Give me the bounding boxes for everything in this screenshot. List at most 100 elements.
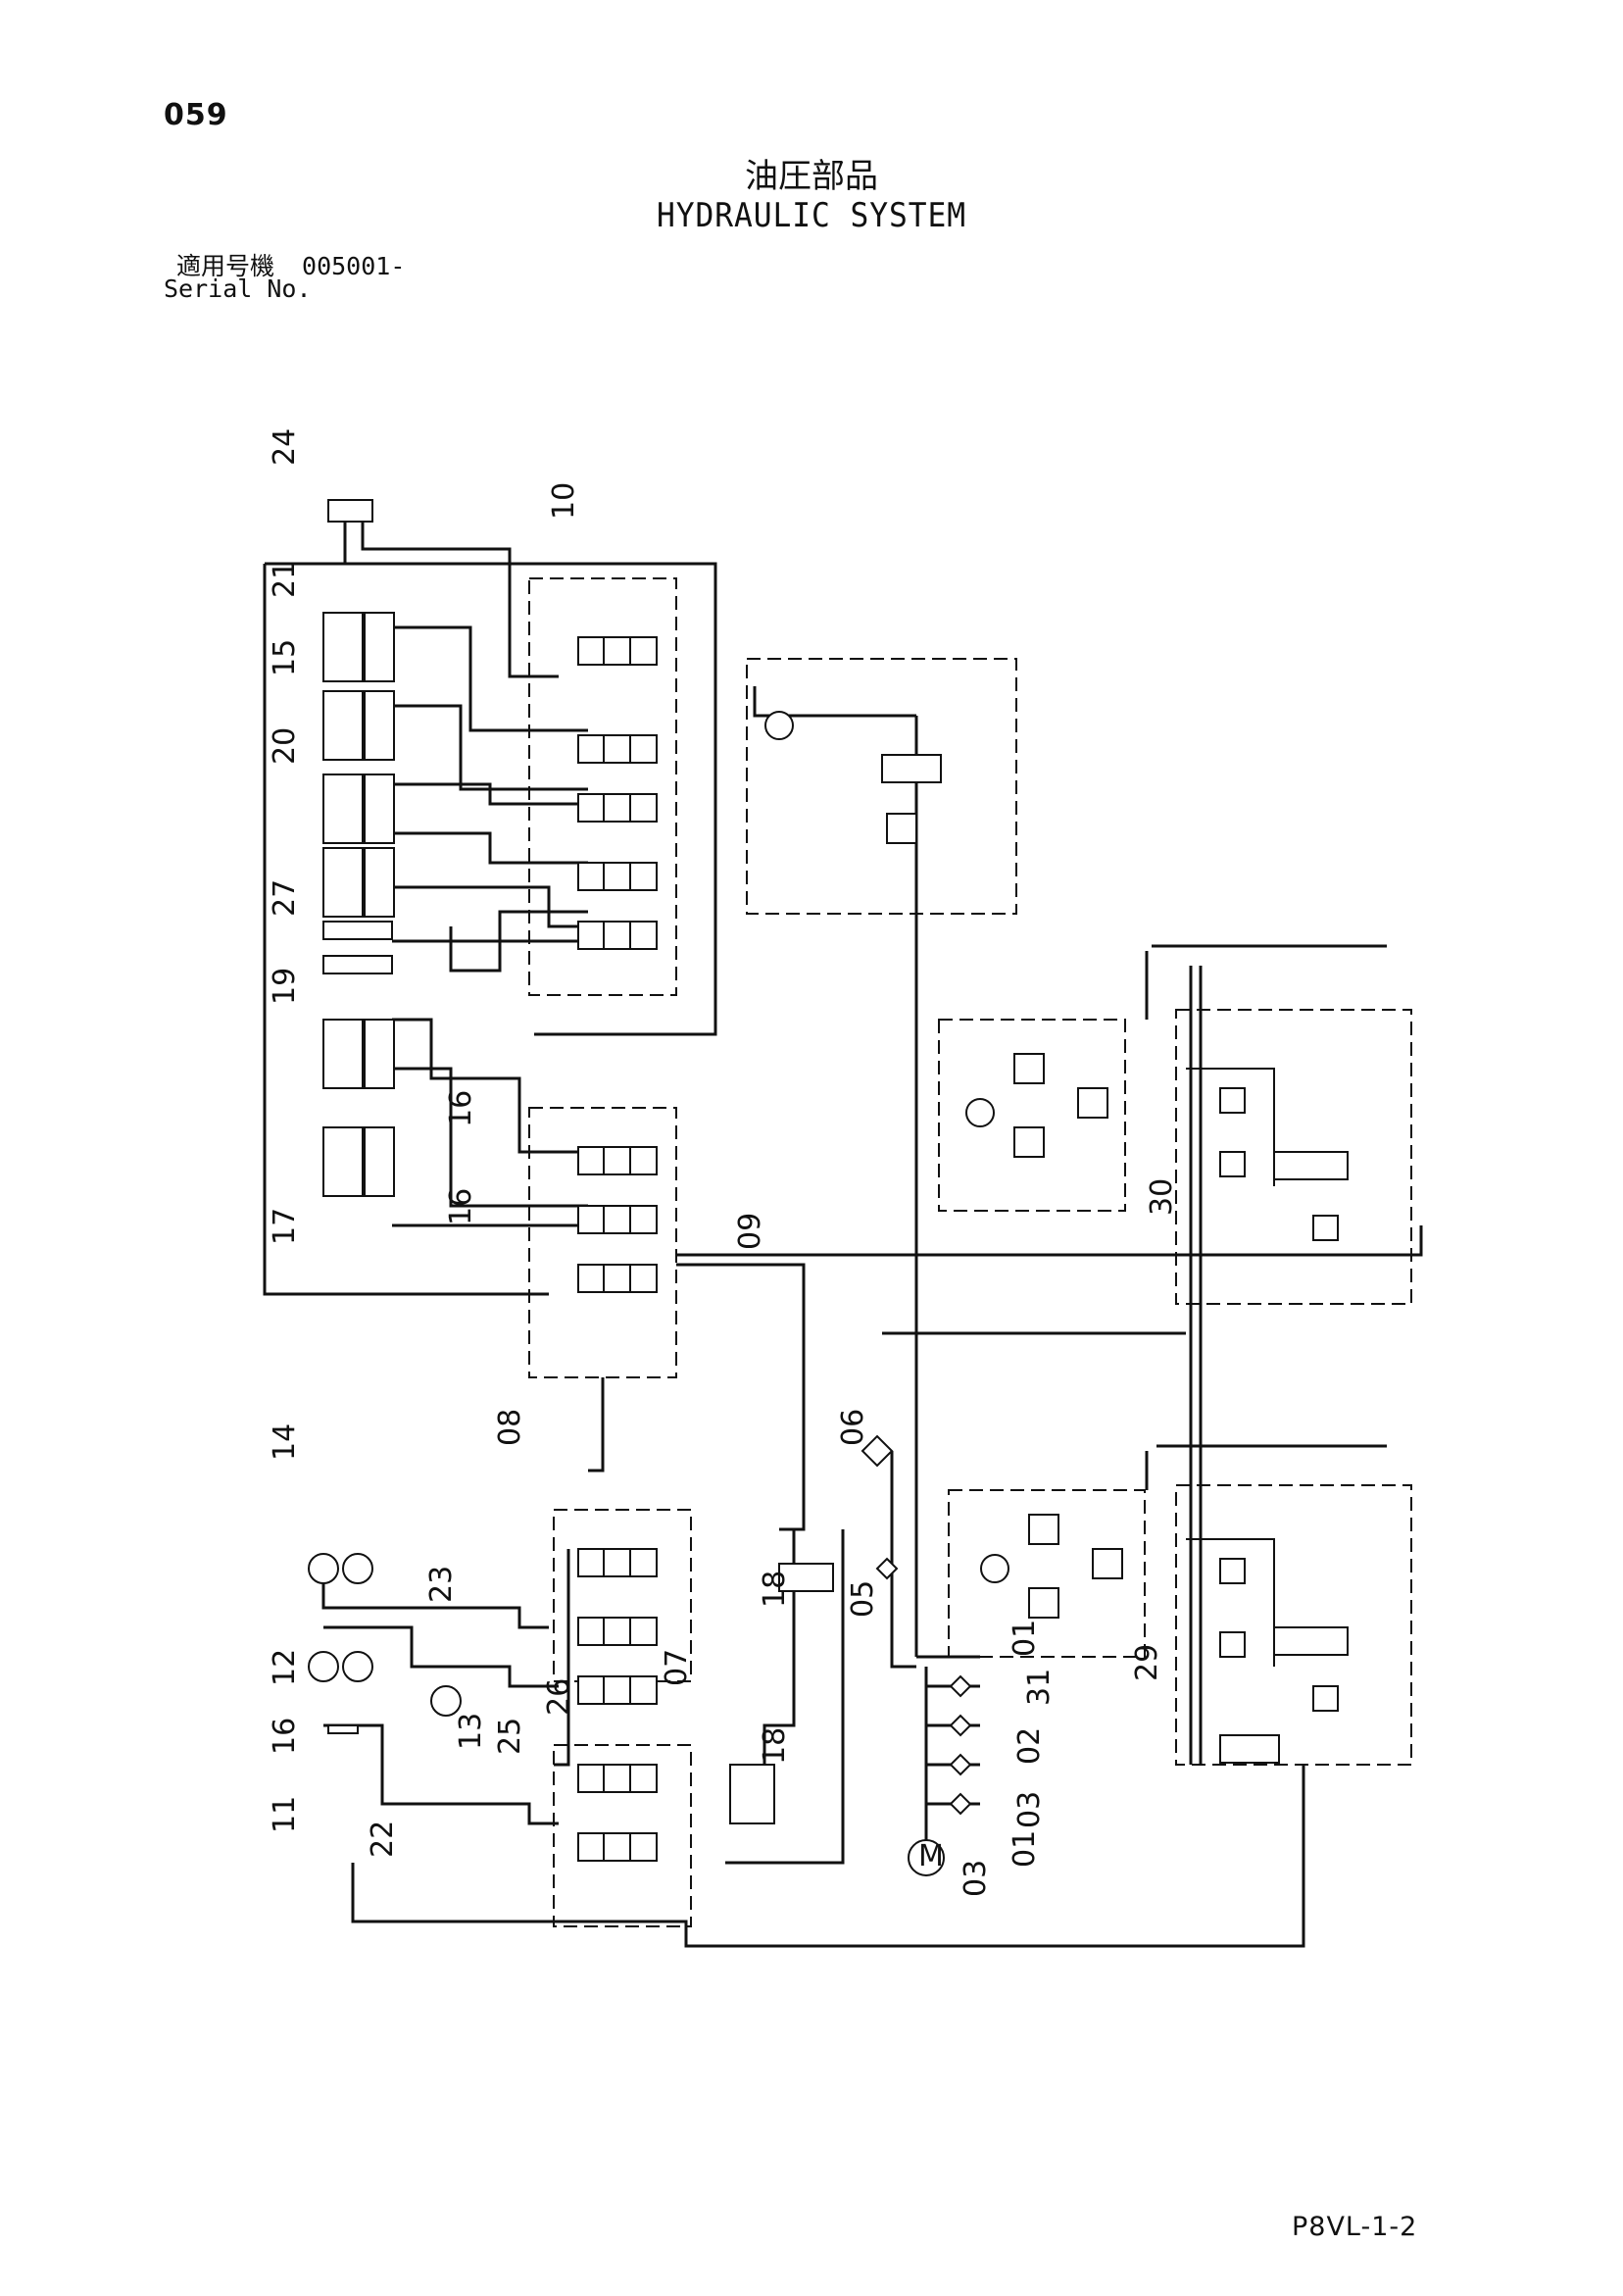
callout-19: 19 — [268, 968, 302, 1005]
line-30-internal — [1186, 1068, 1275, 1186]
serial-label-english: Serial No. — [164, 275, 312, 303]
line-05 — [725, 1529, 845, 1865]
line-11 — [323, 1723, 559, 1825]
callout-26: 26 — [542, 1678, 576, 1716]
line-08 — [588, 1377, 605, 1472]
line-15 — [392, 704, 588, 791]
callout-10: 10 — [547, 482, 581, 520]
callout-07: 07 — [660, 1649, 694, 1686]
callout-24: 24 — [268, 428, 302, 466]
cylinder-2-rod — [364, 690, 395, 761]
callout-05: 05 — [846, 1580, 880, 1618]
serial-number-value: 005001- — [302, 252, 406, 280]
callout-15: 15 — [268, 639, 302, 676]
pump-check-3 — [949, 1753, 972, 1776]
callout-06: 06 — [836, 1409, 870, 1446]
callout-18: 18 — [758, 1727, 792, 1765]
page-title: HYDRAULIC SYSTEM — [656, 196, 967, 235]
pilot-pump-lower — [980, 1554, 1009, 1583]
pilot-valve-lower-3 — [1092, 1548, 1123, 1579]
callout-16: 16 — [444, 1090, 478, 1127]
hydraulic-motor-5 — [430, 1685, 462, 1717]
block-30-spool — [1273, 1151, 1349, 1180]
pump-check-4 — [949, 1792, 972, 1816]
line-20b — [392, 885, 588, 928]
valve-spool-6 — [577, 1146, 658, 1175]
filter-06 — [861, 1434, 894, 1468]
aux-valve-spool — [881, 754, 942, 783]
line-19 — [392, 1018, 588, 1154]
line-20 — [392, 831, 588, 865]
callout-31: 31 — [1022, 1669, 1057, 1706]
control-valve-10-outline — [528, 577, 677, 996]
page-number: 059 — [164, 98, 228, 132]
line-12 — [323, 1625, 559, 1688]
cylinder-27-lower — [322, 955, 393, 974]
cylinder-6-rod — [364, 1126, 395, 1197]
pilot-valve-upper-2 — [1013, 1126, 1045, 1158]
pilot-valve-upper-1 — [1013, 1053, 1045, 1084]
line-21 — [392, 625, 588, 732]
callout-14: 14 — [268, 1423, 302, 1461]
line-14 — [321, 1569, 549, 1629]
pilot-valve-lower-1 — [1028, 1514, 1059, 1545]
block-30-relief — [1312, 1215, 1339, 1241]
aux-relief-valve — [886, 813, 917, 844]
valve-block-30-outline — [1175, 1009, 1412, 1305]
pilot-unit-upper-outline — [938, 1019, 1126, 1212]
check-valve-05 — [875, 1557, 899, 1580]
callout-18: 18 — [758, 1571, 792, 1608]
pressure-line-top — [265, 562, 717, 1036]
valve-spool-11 — [577, 1675, 658, 1705]
pilot-valve-lower-2 — [1028, 1587, 1059, 1619]
valve-block-29-outline — [1175, 1484, 1412, 1766]
page-title-japanese: 油圧部品 — [745, 157, 878, 196]
cylinder-1-barrel — [322, 612, 364, 682]
callout-12: 12 — [268, 1649, 302, 1686]
callout-01: 01 — [1008, 1620, 1042, 1657]
cylinder-3-barrel — [322, 774, 364, 844]
callout-09: 09 — [733, 1213, 767, 1250]
valve-spool-3 — [577, 793, 658, 823]
valve-spool-5 — [577, 921, 658, 950]
cylinder-4-barrel — [322, 847, 364, 918]
block-29-filter — [1219, 1734, 1280, 1764]
callout-02: 02 — [1012, 1727, 1047, 1765]
solenoid-valve-18-upper — [778, 1563, 834, 1592]
cylinder-5-barrel — [322, 1019, 364, 1089]
callout-25: 25 — [493, 1718, 527, 1755]
callout-16: 16 — [268, 1718, 302, 1755]
line-18 — [762, 1529, 796, 1765]
solenoid-valve-18-lower — [729, 1764, 775, 1824]
hydraulic-motor-4 — [342, 1651, 373, 1682]
return-line-bottom — [549, 1765, 1305, 1948]
callout-27: 27 — [268, 879, 302, 917]
aux-pump-symbol — [764, 711, 794, 740]
valve-spool-13 — [577, 1832, 658, 1862]
electric-motor — [908, 1839, 945, 1876]
valve-spool-1 — [577, 636, 658, 666]
callout-30: 30 — [1145, 1178, 1179, 1216]
footer-page-code: P8VL-1-2 — [1292, 2212, 1418, 2242]
block-29-relief — [1312, 1685, 1339, 1712]
callout-16: 16 — [444, 1188, 478, 1225]
callout-23: 23 — [424, 1566, 459, 1603]
callout-03: 03 — [959, 1860, 993, 1897]
cylinder-2-barrel — [322, 690, 364, 761]
pump-check-1 — [949, 1674, 972, 1698]
pump-check-2 — [949, 1714, 972, 1737]
line-27b — [449, 910, 588, 973]
valve-spool-7 — [577, 1205, 658, 1234]
hydraulic-components: M — [308, 499, 1349, 1876]
valve-spool-4 — [577, 862, 658, 891]
hydraulic-motor-1 — [308, 1553, 339, 1584]
line-24-valve — [361, 520, 559, 678]
control-valve-lower-outline — [553, 1744, 692, 1927]
valve-spool-12 — [577, 1764, 658, 1793]
callout-22: 22 — [366, 1821, 400, 1858]
pilot-valve-upper-3 — [1077, 1087, 1108, 1119]
block-30-valve-2 — [1219, 1151, 1246, 1177]
line-15b — [392, 782, 588, 806]
